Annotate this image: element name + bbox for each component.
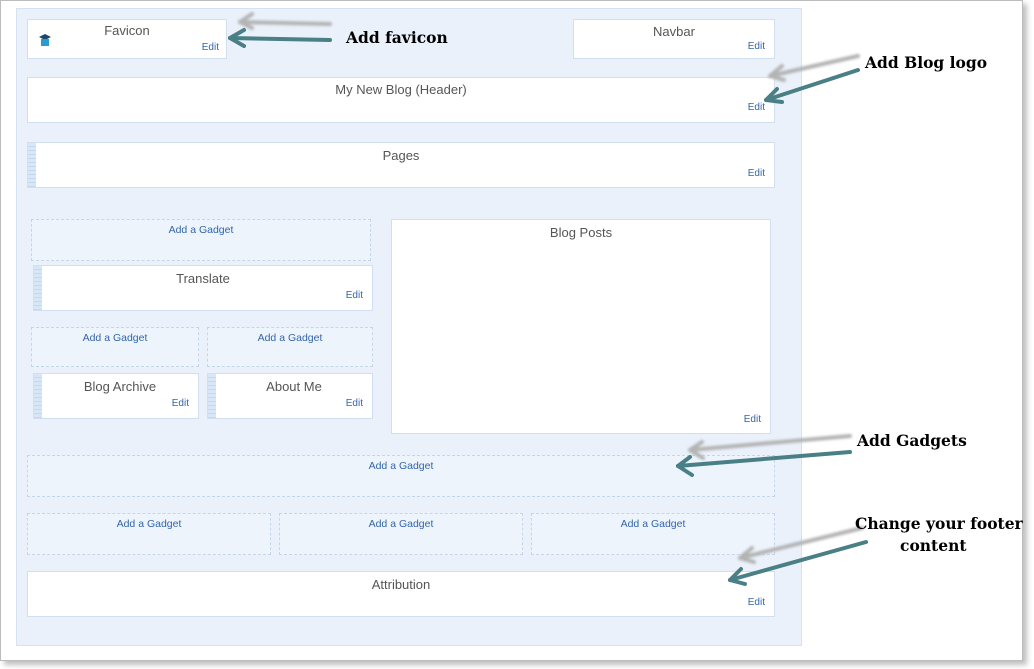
navbar-edit-link[interactable]: Edit <box>747 41 765 52</box>
blog-posts-edit-link[interactable]: Edit <box>743 414 761 425</box>
add-gadget-sidebar-top[interactable]: Add a Gadget <box>31 219 371 261</box>
about-me-widget[interactable]: About Me Edit <box>207 373 373 419</box>
attribution-edit-link[interactable]: Edit <box>747 597 765 608</box>
favicon-icon <box>39 34 51 47</box>
pages-edit-link[interactable]: Edit <box>747 168 765 179</box>
add-gadget-link[interactable]: Add a Gadget <box>82 332 148 344</box>
drag-handle[interactable] <box>34 266 42 310</box>
favicon-title: Favicon <box>104 23 150 38</box>
navbar-title: Navbar <box>653 24 695 39</box>
blog-posts-title: Blog Posts <box>549 225 613 240</box>
about-me-edit-link[interactable]: Edit <box>345 398 363 409</box>
header-title: My New Blog (Header) <box>335 82 467 97</box>
header-edit-link[interactable]: Edit <box>747 102 765 113</box>
annotation-add-favicon: Add favicon <box>346 28 448 47</box>
add-gadget-link[interactable]: Add a Gadget <box>257 332 323 344</box>
pages-widget[interactable]: Pages Edit <box>27 142 775 188</box>
add-gadget-footer-2[interactable]: Add a Gadget <box>279 513 523 555</box>
add-gadget-footer-1[interactable]: Add a Gadget <box>27 513 271 555</box>
add-gadget-link[interactable]: Add a Gadget <box>368 460 434 472</box>
annotation-footer-line1: Change your footer <box>855 514 1023 533</box>
blog-archive-edit-link[interactable]: Edit <box>171 398 189 409</box>
favicon-widget[interactable]: Favicon Edit <box>27 19 227 59</box>
about-me-title: About Me <box>266 379 322 394</box>
translate-widget[interactable]: Translate Edit <box>33 265 373 311</box>
blog-archive-widget[interactable]: Blog Archive Edit <box>33 373 199 419</box>
attribution-title: Attribution <box>371 577 431 592</box>
translate-edit-link[interactable]: Edit <box>345 290 363 301</box>
add-gadget-link[interactable]: Add a Gadget <box>168 224 234 236</box>
translate-title: Translate <box>176 271 230 286</box>
add-gadget-link[interactable]: Add a Gadget <box>620 518 686 530</box>
annotation-footer-line2: content <box>900 536 967 555</box>
pages-title: Pages <box>382 148 420 163</box>
blog-posts-widget[interactable]: Blog Posts Edit <box>391 219 771 434</box>
add-gadget-link[interactable]: Add a Gadget <box>368 518 434 530</box>
header-widget[interactable]: My New Blog (Header) Edit <box>27 77 775 123</box>
drag-handle[interactable] <box>208 374 216 418</box>
attribution-widget[interactable]: Attribution Edit <box>27 571 775 617</box>
favicon-edit-link[interactable]: Edit <box>201 42 219 53</box>
drag-handle[interactable] <box>28 143 36 187</box>
drag-handle[interactable] <box>34 374 42 418</box>
navbar-widget[interactable]: Navbar Edit <box>573 19 775 59</box>
add-gadget-footer-3[interactable]: Add a Gadget <box>531 513 775 555</box>
add-gadget-link[interactable]: Add a Gadget <box>116 518 182 530</box>
add-gadget-main-bottom[interactable]: Add a Gadget <box>27 455 775 497</box>
add-gadget-sidebar-left[interactable]: Add a Gadget <box>31 327 199 367</box>
annotation-add-gadgets: Add Gadgets <box>857 431 967 450</box>
annotation-add-blog-logo: Add Blog logo <box>865 53 988 72</box>
blog-archive-title: Blog Archive <box>83 379 157 394</box>
add-gadget-sidebar-right[interactable]: Add a Gadget <box>207 327 373 367</box>
layout-canvas: Favicon Edit Navbar Edit My New Blog (He… <box>16 8 802 646</box>
